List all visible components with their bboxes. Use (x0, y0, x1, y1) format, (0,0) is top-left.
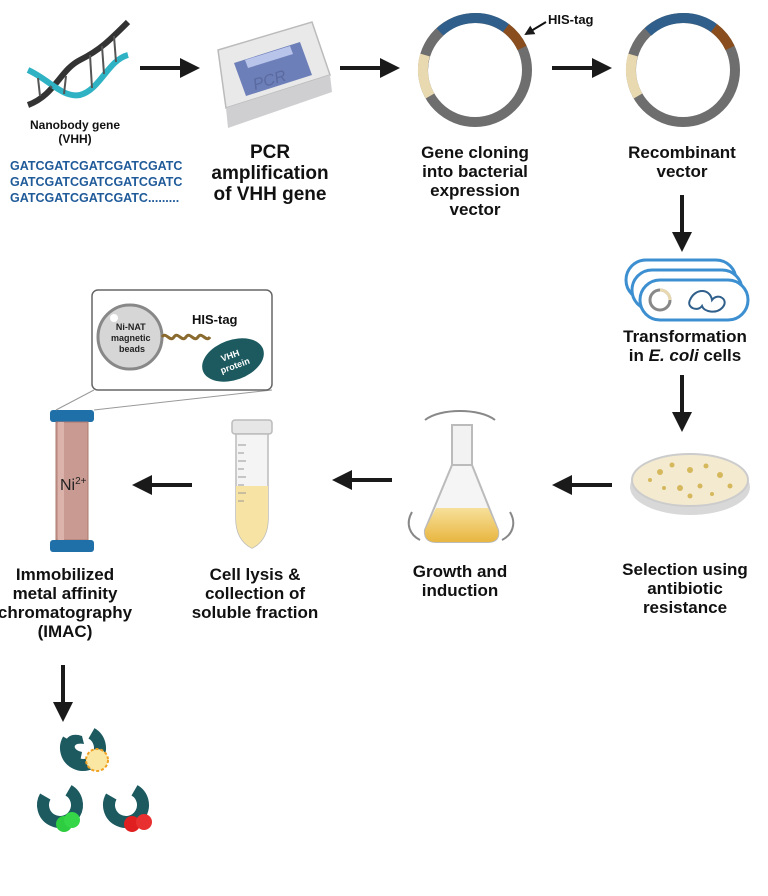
sequence-line: GATCGATCGATCGATCGATC (10, 159, 183, 173)
selection-label: Selection using antibiotic resistance (622, 560, 748, 617)
yellow-star-icon (85, 748, 109, 772)
falcon-tube-icon (231, 419, 273, 549)
recombinant-plasmid-icon (625, 13, 740, 127)
ecoli-cells-icon (624, 258, 750, 322)
transformation-label: Transformation in E. coli cells (623, 327, 747, 365)
imac-column-icon (50, 410, 94, 552)
red-dot (124, 816, 140, 832)
his-tag-label: HIS-tag (548, 12, 594, 27)
recombinant-vector-label: Recombinant vector (628, 143, 736, 181)
growth-label: Growth and induction (412, 562, 508, 600)
sequence-line: GATCGATCGATCGATCGATC (10, 175, 183, 189)
dna-helix-icon (26, 19, 131, 108)
flask-icon (407, 410, 515, 543)
his-tag-linker (160, 333, 212, 341)
cell-lysis-label: Cell lysis & collection of soluble fract… (191, 565, 319, 622)
dna-sequence: GATCGATCGATCGATCGATC GATCGATCGATCGATCGAT… (10, 158, 183, 206)
plasmid-vector-icon (417, 13, 532, 127)
petri-dish-icon (630, 453, 750, 515)
inset-his-tag-label: HIS-tag (192, 312, 238, 327)
nanobody-products (37, 725, 152, 832)
sequence-line: GATCGATCGATCGATC......... (10, 191, 180, 205)
nanobody-gene-label: Nanobody gene (VHH) (29, 118, 120, 146)
pcr-step-label: PCR amplification of VHH gene (211, 142, 329, 205)
column-ion-label: Ni2+ (60, 476, 87, 494)
flow-arrows (53, 58, 692, 722)
vhh-protein (202, 338, 264, 382)
beads-label: Ni-NAT magnetic beads (111, 322, 153, 354)
pcr-machine-icon (217, 21, 332, 128)
his-tag-pointer (524, 21, 547, 36)
gene-cloning-label: Gene cloning into bacterial expression v… (421, 143, 529, 219)
beads-inset (55, 289, 273, 411)
imac-label: Immobilized metal affinity chromatograph… (0, 565, 133, 641)
